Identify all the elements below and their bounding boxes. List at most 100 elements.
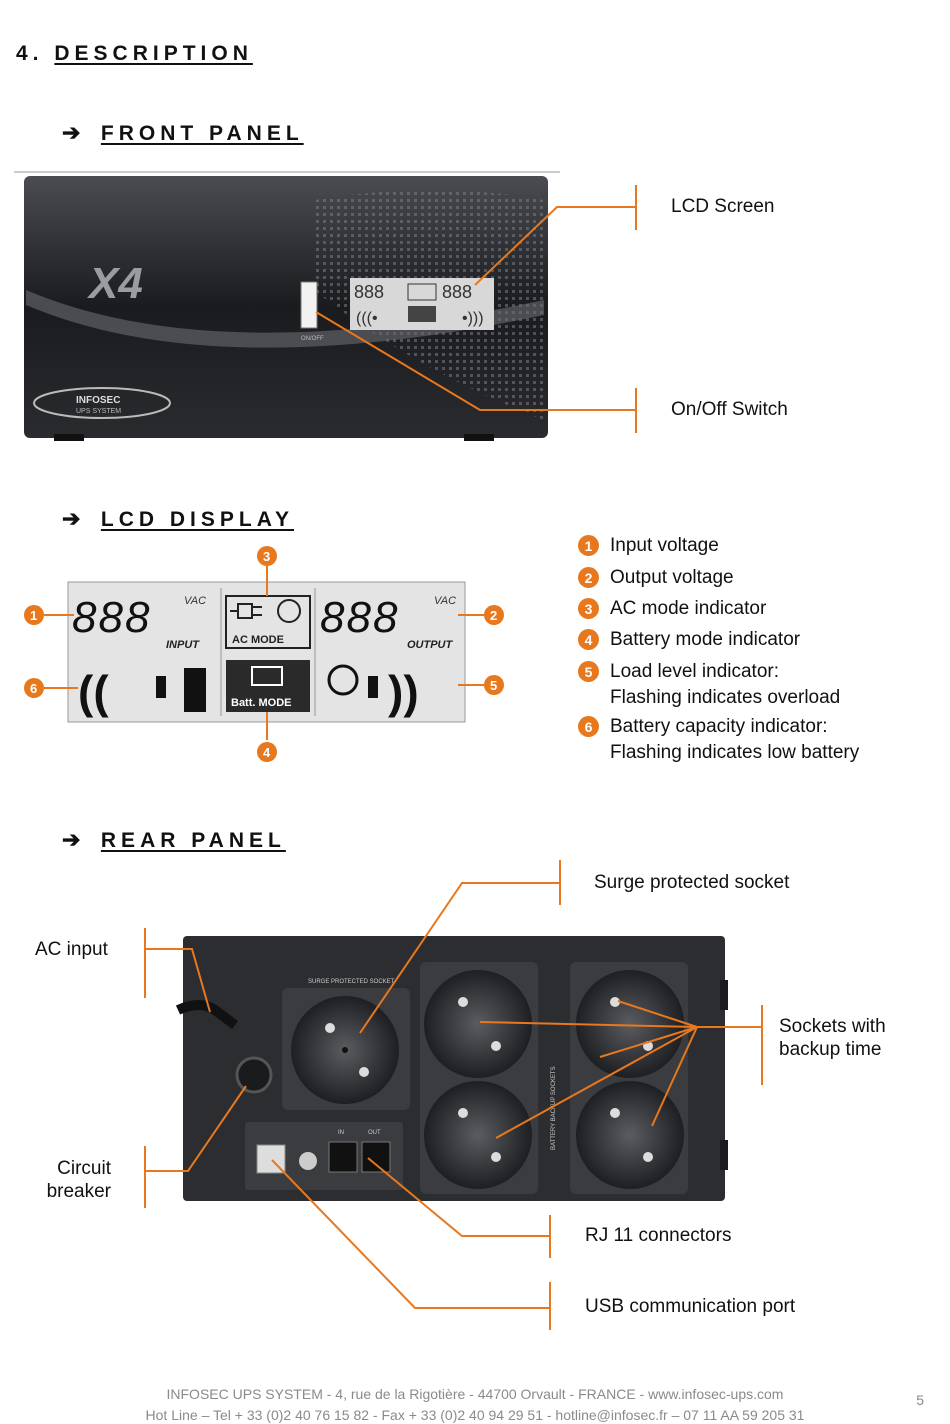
- lcd-batt-mode-label: Batt. MODE: [231, 697, 292, 709]
- lcd-input-digits: 888: [72, 593, 151, 642]
- legend-sub: Flashing indicates low battery: [610, 742, 860, 763]
- callout-lcd-screen: LCD Screen: [671, 196, 775, 217]
- legend-item: 2 Output voltage: [578, 567, 734, 589]
- ac-input-cable: [175, 1000, 238, 1029]
- callout-sockets-backup-line2: backup time: [779, 1039, 882, 1060]
- legend-text: AC mode indicator: [610, 598, 767, 619]
- svg-text:5: 5: [490, 678, 497, 693]
- legend-text: Load level indicator: Flashing indicates…: [610, 661, 840, 709]
- front-lcd-bars: (((•: [356, 310, 378, 327]
- lcd-badge-6: 6: [24, 678, 44, 698]
- backup-socket: [424, 1081, 532, 1189]
- arrow-icon: ➔: [62, 506, 81, 531]
- legend-item: 1 Input voltage: [578, 535, 719, 557]
- lcd-vac-out: VAC: [434, 595, 456, 607]
- callout-circuit-breaker: Circuit breaker: [20, 1157, 111, 1203]
- rj-in-label: IN: [338, 1130, 344, 1136]
- circuit-breaker: [235, 1056, 273, 1094]
- legend-main: Load level indicator:: [610, 661, 779, 682]
- legend-sub: Flashing indicates overload: [610, 687, 841, 708]
- footer-address: INFOSEC UPS SYSTEM - 4, rue de la Rigoti…: [166, 1386, 784, 1402]
- lcd-ac-mode-label: AC MODE: [232, 634, 284, 646]
- legend-text: Battery capacity indicator: Flashing ind…: [610, 716, 859, 764]
- legend-item: 6 Battery capacity indicator: Flashing i…: [578, 716, 859, 764]
- callout-breaker-line1: Circuit: [57, 1158, 111, 1179]
- lcd-badge-2: 2: [484, 605, 504, 625]
- surge-socket-label: SURGE PROTECTED SOCKET: [308, 979, 395, 985]
- callout-breaker-line2: breaker: [46, 1181, 111, 1202]
- rear-panel-figure: SURGE PROTECTED SOCKET BATTERY BACKUP SO…: [144, 860, 763, 1330]
- capacity-bars-icon: ((: [78, 666, 109, 718]
- front-lcd-bars-right: •))): [462, 310, 484, 327]
- lcd-output-label: OUTPUT: [407, 639, 454, 651]
- callout-surge-socket: Surge protected socket: [594, 872, 790, 893]
- heading-title: DESCRIPTION: [54, 42, 253, 65]
- svg-text:3: 3: [263, 549, 270, 564]
- front-lcd-digits-out: 888: [442, 282, 472, 302]
- rj-out-label: OUT: [368, 1130, 381, 1136]
- load-bars-icon: )): [388, 666, 419, 718]
- rear-panel-header: ➔ REAR PANEL: [62, 827, 286, 853]
- lcd-display-title: LCD DISPLAY: [100, 508, 294, 531]
- battery-small-icon: [184, 668, 206, 712]
- backup-socket: [424, 970, 532, 1078]
- callout-on-off-switch: On/Off Switch: [671, 399, 788, 420]
- legend-badge: 4: [578, 629, 599, 650]
- lcd-display-header: ➔ LCD DISPLAY: [62, 506, 294, 532]
- lcd-badge-1: 1: [24, 605, 44, 625]
- brand-logo-text: INFOSEC: [76, 395, 120, 406]
- switch-label: ON/OFF: [301, 336, 324, 342]
- arrow-icon: ➔: [62, 120, 81, 145]
- legend-badge: 6: [578, 716, 599, 737]
- front-panel-title: FRONT PANEL: [100, 122, 304, 145]
- page-number: 5: [916, 1392, 924, 1408]
- callout-usb: USB communication port: [585, 1296, 796, 1317]
- legend-badge: 5: [578, 661, 599, 682]
- lcd-display-figure: 888 VAC INPUT 888 VAC OUTPUT AC MODE Bat…: [24, 546, 504, 762]
- legend-item: 5 Load level indicator: Flashing indicat…: [578, 661, 840, 709]
- front-panel-header: ➔ FRONT PANEL: [62, 120, 304, 146]
- callout-sockets-backup-line1: Sockets with: [779, 1016, 886, 1037]
- legend-badge: 3: [578, 598, 599, 619]
- lcd-vac-in: VAC: [184, 595, 206, 607]
- bulb-icon: [327, 664, 359, 696]
- svg-text:4: 4: [263, 745, 271, 760]
- lcd-badge-3: 3: [257, 546, 277, 566]
- callout-rj11: RJ 11 connectors: [585, 1225, 732, 1246]
- callout-ac-input: AC input: [35, 939, 108, 960]
- svg-text:1: 1: [30, 608, 37, 623]
- lcd-badge-4: 4: [257, 742, 277, 762]
- legend-text: Battery mode indicator: [610, 629, 801, 650]
- legend-item: 3 AC mode indicator: [578, 598, 766, 620]
- brand-logo-sub: UPS SYSTEM: [76, 408, 121, 415]
- backup-sockets-label: BATTERY BACKUP SOCKETS: [551, 1066, 557, 1150]
- rj11-in: [328, 1141, 358, 1173]
- backup-socket: [576, 970, 684, 1078]
- svg-text:2: 2: [490, 608, 497, 623]
- lcd-output-digits: 888: [320, 593, 399, 642]
- battery-icon: [251, 666, 283, 686]
- backup-socket: [576, 1081, 684, 1189]
- socket-icon: [277, 599, 301, 623]
- legend-badge: 1: [578, 535, 599, 556]
- callout-sockets-backup: Sockets with backup time: [779, 1015, 886, 1061]
- legend-main: Battery capacity indicator:: [610, 716, 828, 737]
- svg-text:6: 6: [30, 681, 37, 696]
- on-off-switch: [300, 281, 318, 329]
- rj11-out: [361, 1141, 391, 1173]
- legend-item: 4 Battery mode indicator: [578, 629, 800, 651]
- footer-hotline: Hot Line – Tel + 33 (0)2 40 76 15 82 - F…: [145, 1407, 805, 1423]
- legend-text: Output voltage: [610, 567, 734, 588]
- x4-logo: X4: [86, 259, 143, 308]
- plug-icon: [230, 603, 262, 619]
- section-heading: 4. DESCRIPTION: [16, 42, 253, 66]
- front-lcd-digits-in: 888: [354, 282, 384, 302]
- heading-number: 4.: [16, 42, 44, 65]
- lcd-input-label: INPUT: [166, 639, 200, 651]
- front-callout-lines: [315, 185, 637, 433]
- lcd-badge-5: 5: [484, 675, 504, 695]
- legend-text: Input voltage: [610, 535, 719, 556]
- legend-badge: 2: [578, 567, 599, 588]
- usb-port: [256, 1144, 286, 1174]
- arrow-icon: ➔: [62, 827, 81, 852]
